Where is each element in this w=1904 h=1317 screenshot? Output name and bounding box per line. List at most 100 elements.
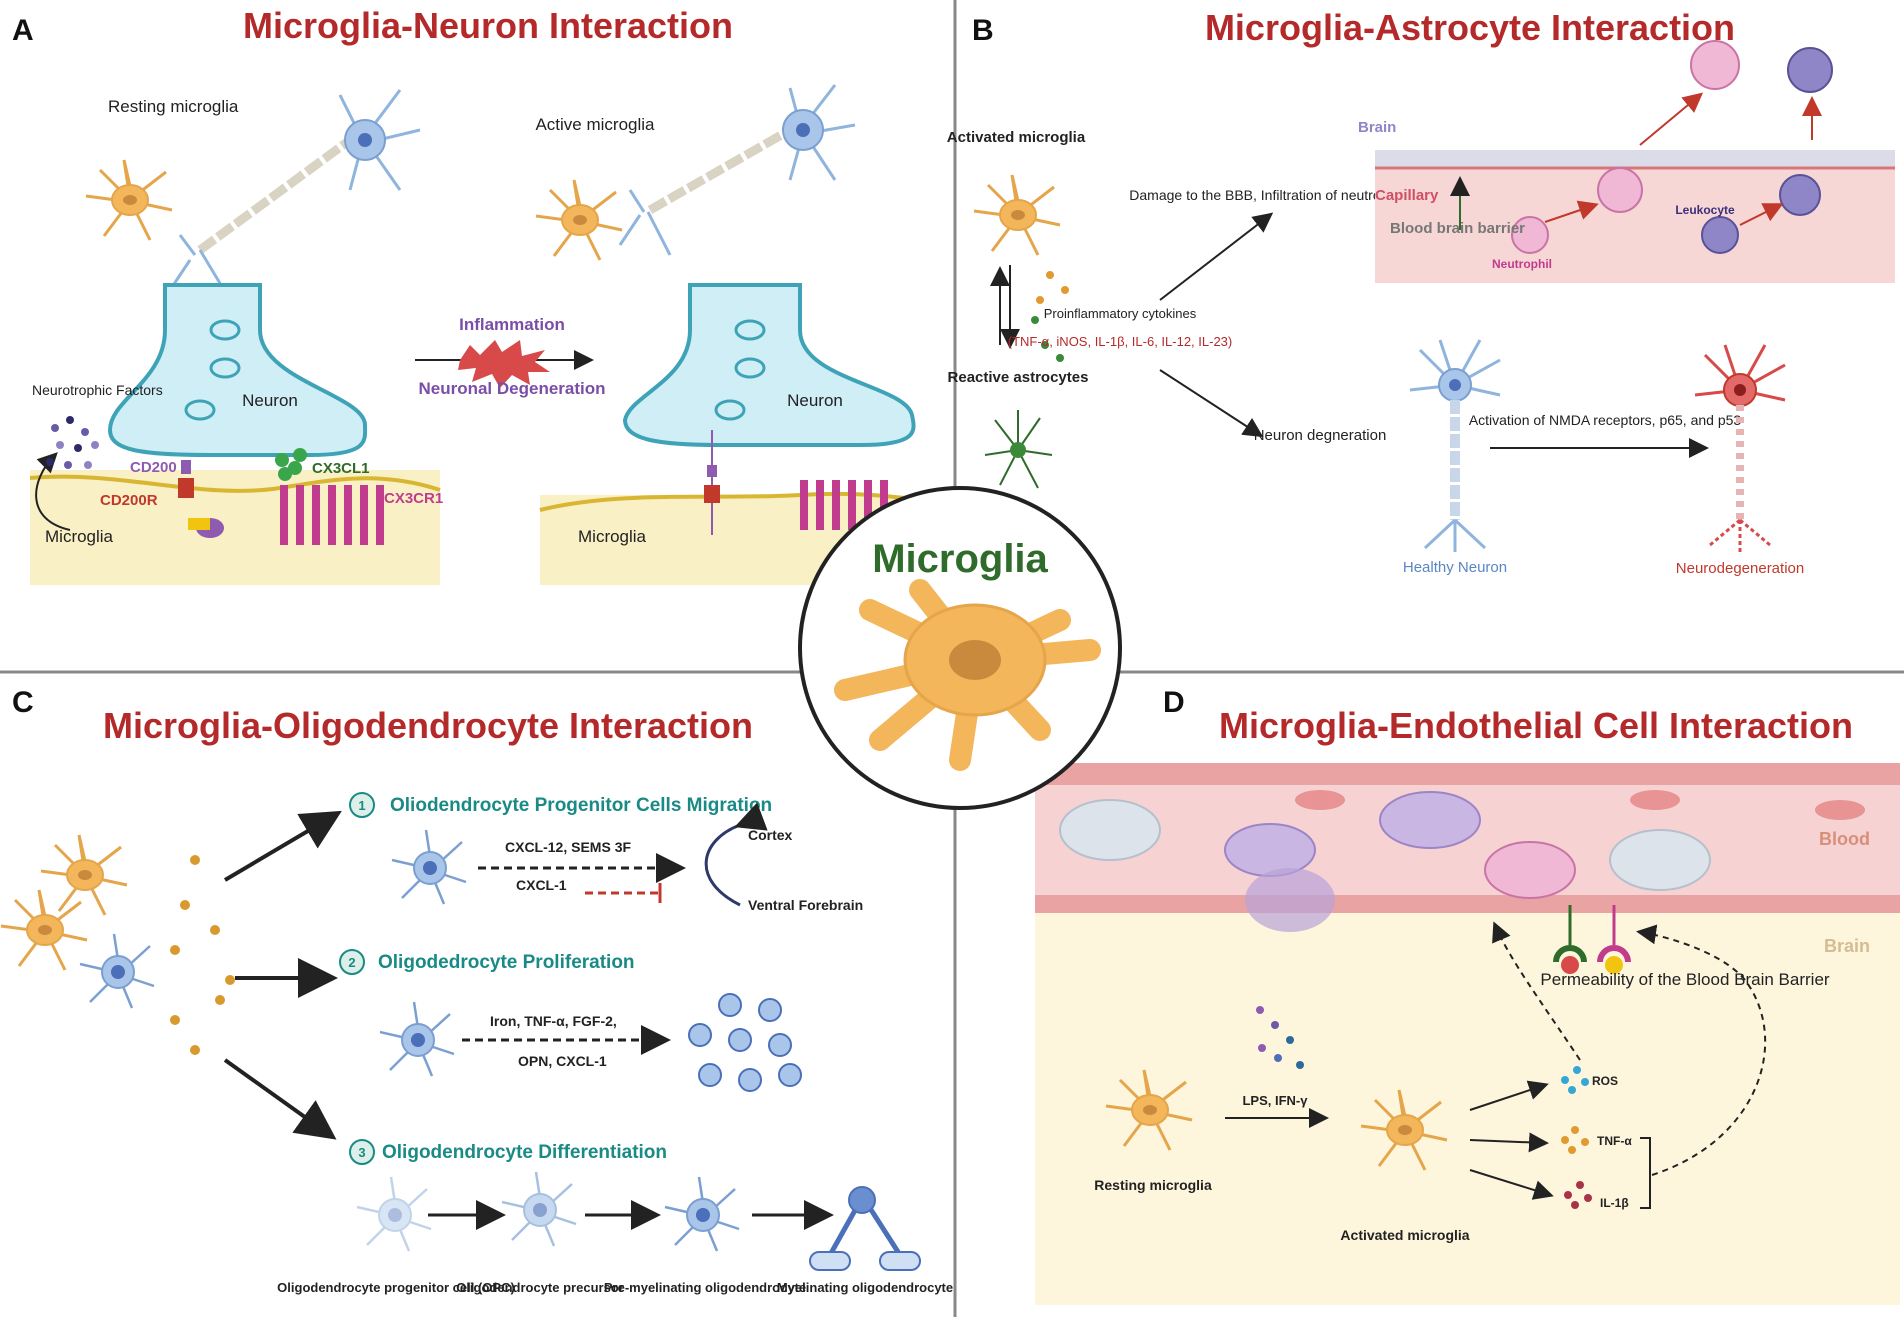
reactive-astrocyte-cell	[984, 410, 1053, 489]
cytokine-bracket	[1640, 1137, 1651, 1209]
step2-number: 2	[348, 955, 355, 970]
leukocyte-label: Leukocyte	[1675, 203, 1735, 217]
brain-tissue	[1035, 913, 1900, 1305]
center-microglia-badge: Microglia	[798, 486, 1122, 810]
lps-label: LPS, IFN-γ	[1242, 1093, 1308, 1108]
permeability-dotted-arrow	[1636, 924, 1767, 1176]
migrated-neutrophil	[1690, 40, 1740, 90]
step3-title: Oligodendrocyte Differentiation	[382, 1142, 667, 1163]
synapse-1: Neuron CD200 CD200R CX3CL1 CX3CR1 Microg…	[29, 283, 443, 585]
brain-label-d: Brain	[1824, 936, 1870, 956]
resting-microglia-cell	[84, 158, 174, 242]
resting-microglia-d-label: Resting microglia	[1094, 1177, 1212, 1193]
stage-label-premyelinating: Pre-myelinating oligodendrocyte	[604, 1280, 806, 1295]
center-title: Microglia	[872, 537, 1048, 581]
step1-badge	[349, 792, 375, 818]
degeneration-label: Neuronal Degeneration	[418, 379, 605, 398]
step2-title: Oligodedrocyte Proliferation	[378, 952, 635, 973]
stage-label-myelinating: Myelinating oligodendrocyte	[777, 1280, 953, 1295]
tight-junction-receptors	[1553, 905, 1631, 974]
oligo-panel-microglia-1	[39, 833, 129, 917]
proliferated-cells	[688, 993, 802, 1092]
degenerated-neuron	[1694, 344, 1786, 552]
healthy-neuron	[1409, 339, 1501, 552]
stage-label-opc: Oligodendrocyte progenitor cell (OPC)	[277, 1280, 515, 1295]
panel-a-letter: A	[12, 14, 34, 47]
cytokines-label: Proinflammatory cytokines	[1044, 306, 1197, 321]
ros-label: ROS	[1592, 1074, 1618, 1088]
cd200-label: CD200	[130, 459, 177, 476]
cortex-label: Cortex	[748, 827, 793, 843]
step1-opc-cell	[390, 828, 468, 906]
inflammation-label: Inflammation	[459, 315, 565, 334]
oligo-panel-microglia-2	[0, 888, 89, 972]
panel-d: D Microglia-Endothelial Cell Interaction…	[1035, 686, 1900, 1305]
synapse-2: Neuron Microglia	[539, 283, 941, 585]
activated-microglia-d-label: Activated microglia	[1340, 1227, 1469, 1243]
nmda-label: Activation of NMDA receptors, p65, and p…	[1469, 412, 1742, 428]
neuron-degen-label: Neuron degneration	[1254, 427, 1387, 444]
step2-opc-cell	[378, 1000, 456, 1078]
active-microglia-label: Active microglia	[535, 115, 655, 134]
center-microglia-cell	[834, 579, 1101, 771]
step2-badge	[339, 949, 365, 975]
stage-label-precursor: Oligodendrocyte precursor	[456, 1280, 624, 1295]
neutrophil-label: Neutrophil	[1492, 257, 1552, 271]
panel-c-letter: C	[12, 686, 34, 719]
capillary-strip: Brain Capillary Blood brain barrier Neut…	[1358, 40, 1895, 283]
microglia-label-2: Microglia	[578, 527, 647, 546]
panel-d-letter: D	[1163, 686, 1185, 719]
step2-signal-a: Iron, TNF-α, FGF-2,	[490, 1013, 617, 1029]
resting-microglia-label: Resting microglia	[108, 97, 239, 116]
brain-label-b: Brain	[1358, 119, 1396, 136]
inflammation-burst	[458, 340, 550, 388]
blood-label: Blood	[1819, 829, 1870, 849]
panel-c-title: Microglia-Oligodendrocyte Interaction	[103, 705, 753, 746]
neuron-label-1: Neuron	[242, 391, 298, 410]
step3-badge	[349, 1139, 375, 1165]
panel-b: B Microglia-Astrocyte Interaction Activa…	[947, 7, 1895, 577]
cx3cl1-label: CX3CL1	[312, 460, 370, 477]
step3-number: 3	[358, 1145, 365, 1160]
bbb-label: Blood brain barrier	[1390, 220, 1525, 237]
neuron-cell-2	[618, 84, 856, 256]
cd200r-label: CD200R	[100, 492, 158, 509]
tnf-label: TNF-α	[1597, 1134, 1632, 1148]
neuron-label-2: Neuron	[787, 391, 843, 410]
migrated-leukocyte	[1787, 47, 1833, 93]
activated-microglia-label: Activated microglia	[947, 129, 1086, 146]
step1-number: 1	[358, 798, 365, 813]
arrow-to-bbb	[1159, 212, 1274, 301]
cx3cr1-label: CX3CR1	[384, 490, 443, 507]
step1-arrow	[223, 810, 342, 882]
cytokines-list: (TNF-α, iNOS, IL-1β, IL-6, IL-12, IL-23)	[1008, 334, 1233, 349]
neurodegeneration-label: Neurodegeneration	[1676, 560, 1804, 577]
myelinating-stage-cell	[809, 1186, 921, 1271]
arrow-to-degeneration	[1159, 369, 1264, 438]
cd200-ligand	[181, 460, 191, 474]
premyelinating-stage-cell	[663, 1175, 741, 1253]
precursor-stage-cell	[500, 1170, 578, 1248]
migration-curve	[704, 802, 768, 907]
ventral-label: Ventral Forebrain	[748, 897, 863, 913]
activated-microglia-b	[972, 173, 1062, 257]
cd200r-receptor	[178, 478, 194, 498]
oligo-panel-opc	[78, 932, 156, 1010]
panel-c: C Microglia-Oligodendrocyte Interaction …	[0, 686, 953, 1295]
step2-signal-b: OPN, CXCL-1	[518, 1053, 607, 1069]
neutrophil-cell	[1511, 216, 1549, 254]
permeability-label: Permeability of the Blood Brain Barrier	[1540, 970, 1829, 989]
neurotrophic-label: Neurotrophic Factors	[32, 382, 163, 398]
panel-a-title: Microglia-Neuron Interaction	[243, 5, 733, 46]
reactive-astrocytes-label: Reactive astrocytes	[948, 369, 1089, 386]
cx3cr1-receptor	[280, 485, 384, 545]
panel-d-title: Microglia-Endothelial Cell Interaction	[1219, 705, 1853, 746]
microglia-label-1: Microglia	[45, 527, 114, 546]
leukocyte-cell	[1701, 216, 1739, 254]
step3-arrow	[223, 1058, 337, 1140]
active-microglia-cell	[534, 178, 624, 262]
il1b-label: IL-1β	[1600, 1196, 1629, 1210]
step1-title: Oliodendrocyte Progenitor Cells Migratio…	[390, 795, 772, 816]
